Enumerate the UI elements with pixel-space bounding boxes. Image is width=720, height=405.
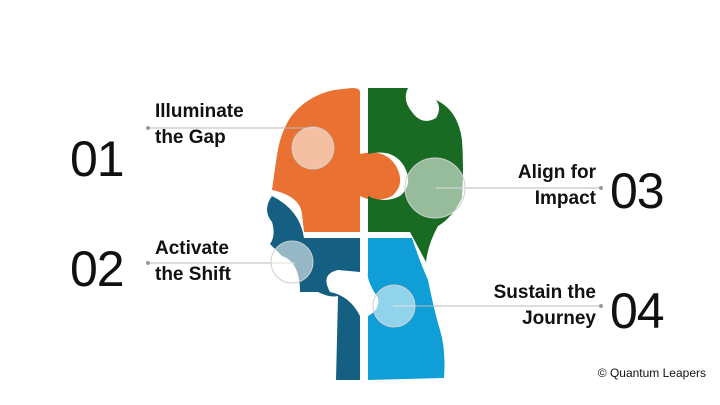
step-number-04: 04 [610,283,665,339]
connector-dot-03 [599,186,603,190]
step-number-02: 02 [70,241,125,297]
step-label-01-line1: Illuminate [155,101,244,122]
step-label-01-line2: the Gap [155,127,226,148]
step-label-03-line1: Align for [517,162,596,183]
highlight-circle-01 [291,126,335,170]
connector-dot-02 [146,261,150,265]
step-label-04-line2: Journey [522,308,596,329]
puzzle-piece-orange [272,88,401,232]
step-label-02-line2: the Shift [155,264,231,285]
step-label-03: Align for Impact [518,160,596,212]
highlight-circle-02 [270,240,314,284]
highlight-circle-03 [404,157,466,219]
step-label-04: Sustain the Journey [494,280,596,332]
step-number-01: 01 [70,131,125,187]
step-label-01: Illuminate the Gap [155,99,244,151]
step-label-04-line1: Sustain the [493,282,596,303]
connector-dot-01 [146,126,150,130]
connector-dot-04 [599,304,603,308]
step-label-02-line1: Activate [155,238,229,259]
step-label-03-line2: Impact [534,188,596,209]
step-label-02: Activate the Shift [155,236,231,288]
step-number-03: 03 [610,163,665,219]
highlight-circle-04 [372,284,416,328]
copyright-credit: © Quantum Leapers [597,366,706,380]
